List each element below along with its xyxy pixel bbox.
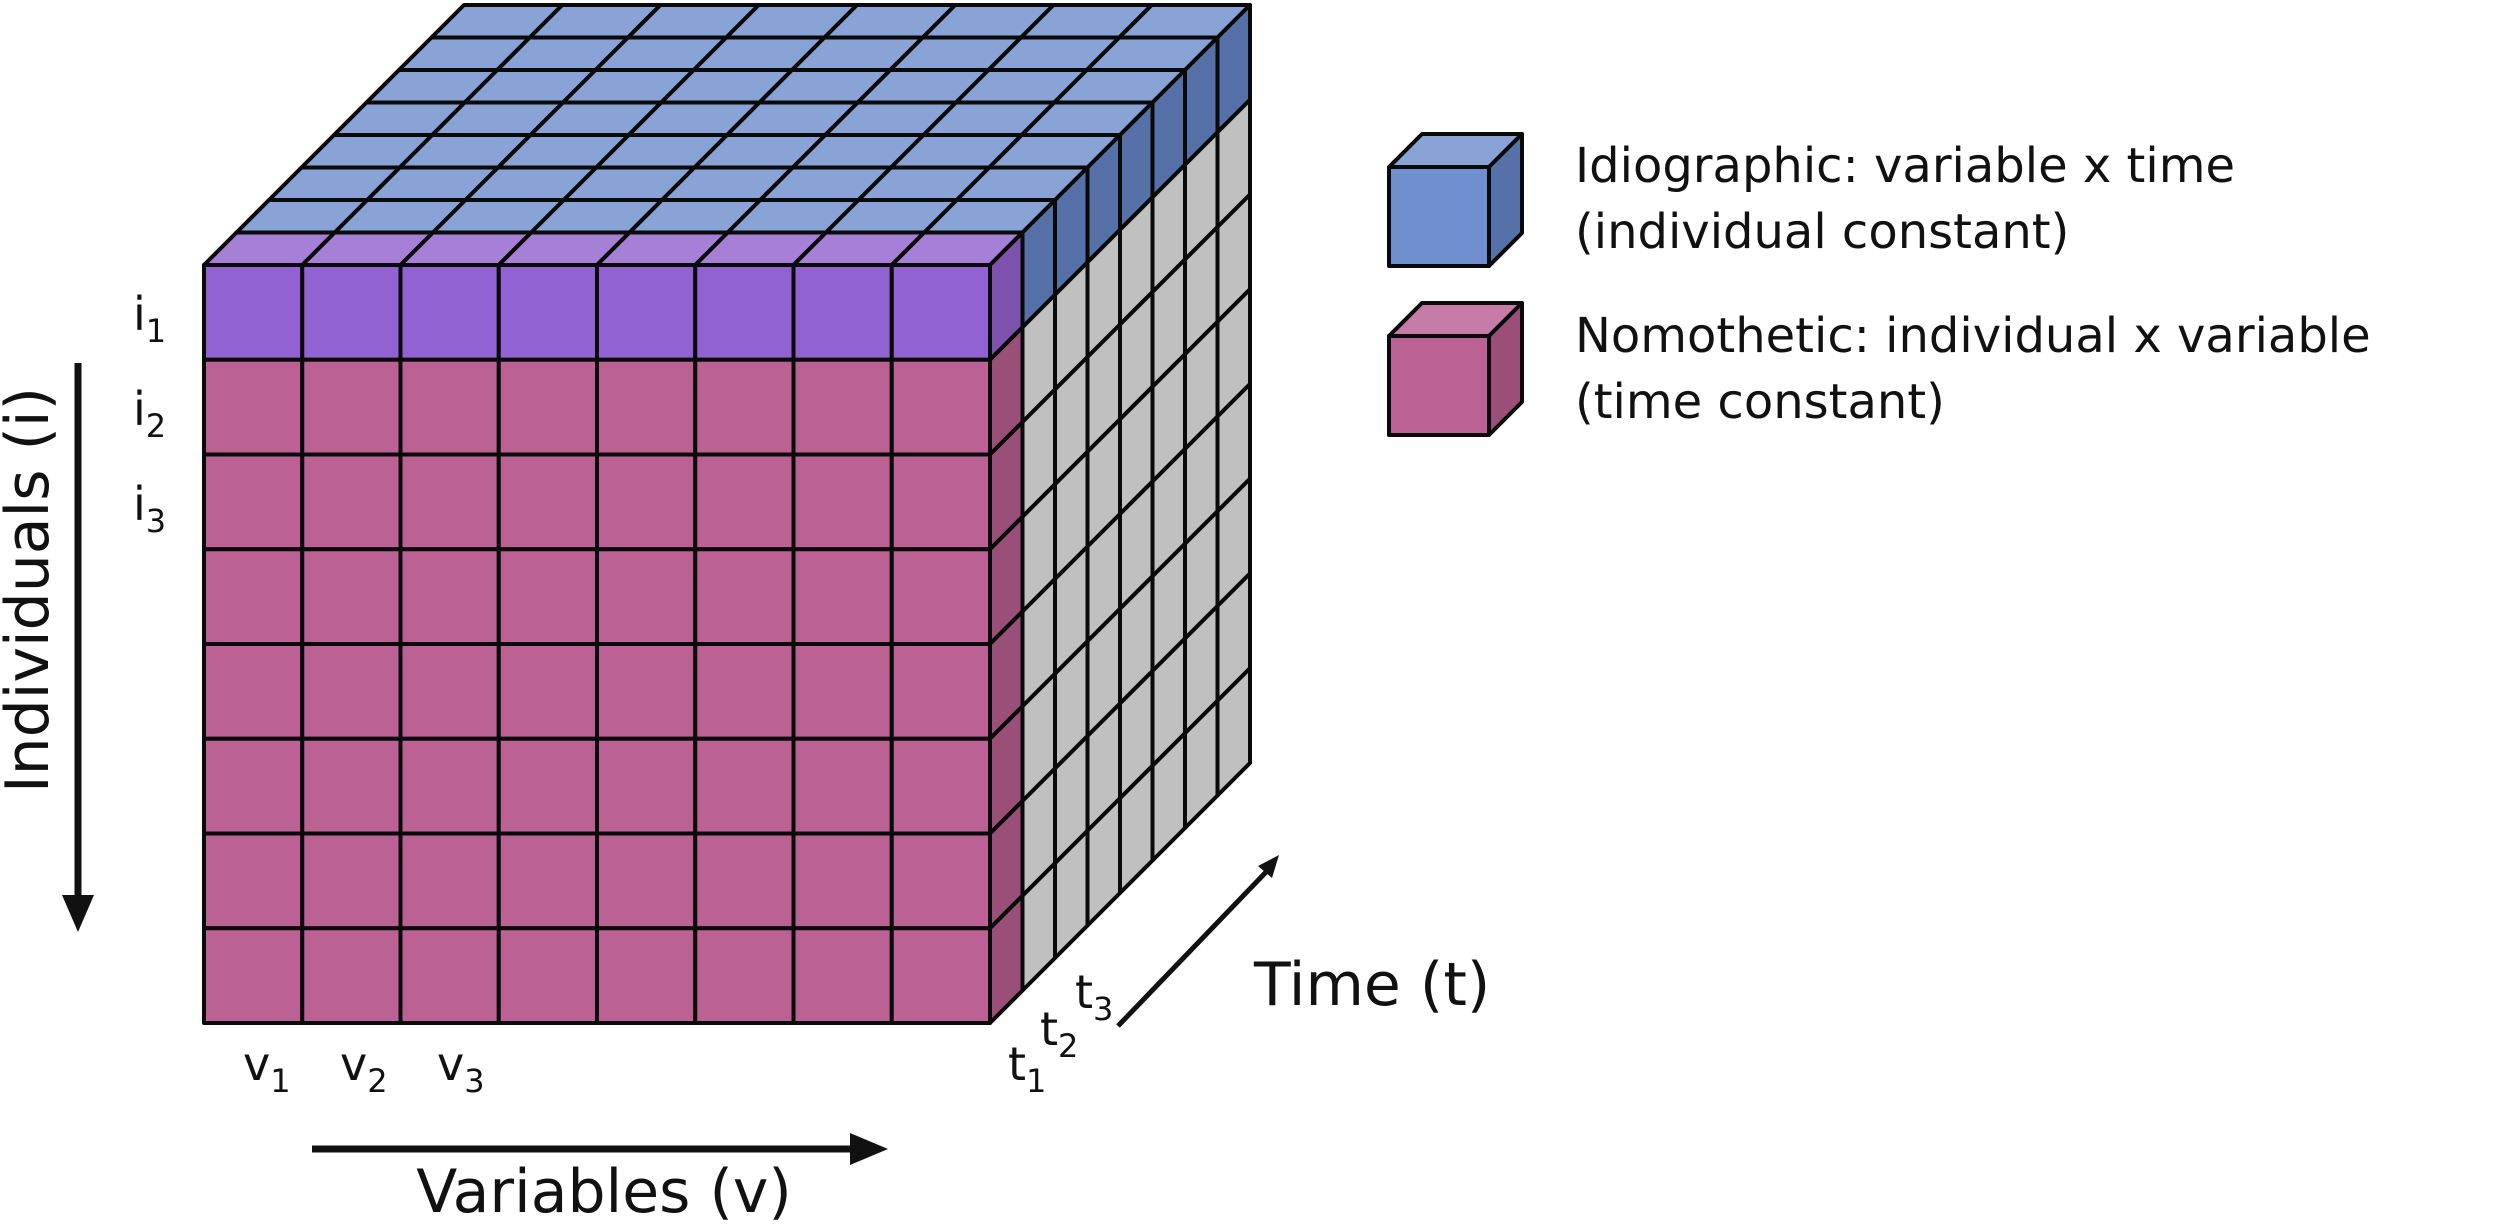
- front-face-cell: [300, 926, 403, 1025]
- front-face-cell: [791, 831, 894, 931]
- nomothetic-cube-icon: [1387, 301, 1524, 437]
- front-face-cell: [300, 736, 403, 836]
- front-face-cell: [595, 357, 698, 457]
- time-index-label: t2: [1040, 1002, 1078, 1065]
- front-face-cell: [595, 736, 698, 836]
- front-face-cell: [496, 831, 599, 931]
- individual-index-label: i3: [133, 477, 166, 540]
- variables-axis: v1 v2 v3 Variables (v): [243, 1037, 888, 1227]
- legend-idiographic-title: Idiographic: variable x time: [1575, 138, 2235, 194]
- front-face-cell: [595, 642, 698, 741]
- front-face-cell: [791, 547, 894, 646]
- front-face-cell: [791, 452, 894, 552]
- front-face-cell: [791, 926, 894, 1025]
- front-face-cell: [398, 357, 501, 457]
- front-face-cell: [300, 357, 403, 457]
- front-face-cell: [496, 642, 599, 741]
- front-face-cell: [889, 357, 992, 457]
- front-face-cell: [791, 736, 894, 836]
- front-face-cell: [300, 452, 403, 552]
- front-face-cell: [595, 547, 698, 646]
- front-face-cell: [398, 642, 501, 741]
- legend-nomothetic-title: Nomothetic: individual x variable: [1575, 308, 2371, 364]
- time-axis-label: Time (t): [1253, 950, 1490, 1020]
- individuals-axis-label: Individuals (i): [0, 387, 63, 793]
- variable-index-label: v3: [437, 1037, 485, 1100]
- front-face-cell: [889, 736, 992, 836]
- front-face-cell: [496, 357, 599, 457]
- front-face-cell: [202, 263, 305, 362]
- time-index-label: t1: [1008, 1037, 1046, 1100]
- front-face-cell: [693, 642, 796, 741]
- front-face-cell: [889, 831, 992, 931]
- variables-arrowhead-icon: [850, 1133, 888, 1165]
- legend: Idiographic: variable x time (individual…: [1387, 132, 2371, 437]
- front-face-cell: [693, 547, 796, 646]
- individuals-axis: Individuals (i) i1 i2 i3: [0, 287, 166, 932]
- front-face-cell: [300, 263, 403, 362]
- idiographic-cube-icon: [1387, 132, 1524, 268]
- front-face-cell: [496, 263, 599, 362]
- front-face-cell: [791, 357, 894, 457]
- variables-axis-label: Variables (v): [416, 1157, 792, 1227]
- front-face-cell: [496, 452, 599, 552]
- front-face-cell: [693, 736, 796, 836]
- front-face-cell: [693, 263, 796, 362]
- front-face-cell: [889, 926, 992, 1025]
- front-face-cell: [202, 642, 305, 741]
- time-index-label: t3: [1075, 965, 1113, 1028]
- individual-index-label: i2: [133, 382, 166, 445]
- front-face-cell: [398, 831, 501, 931]
- time-axis: t1 t2 t3 Time (t): [1008, 855, 1490, 1100]
- legend-cube-front: [1387, 334, 1491, 437]
- data-cube: [202, 3, 1252, 1025]
- front-face-cell: [791, 642, 894, 741]
- front-face-cell: [889, 263, 992, 362]
- front-face-cell: [496, 736, 599, 836]
- time-arrowhead-icon: [1258, 855, 1279, 878]
- front-face-cell: [300, 642, 403, 741]
- front-face-cell: [202, 547, 305, 646]
- variable-index-label: v1: [243, 1037, 291, 1100]
- legend-nomothetic-subtitle: (time constant): [1575, 374, 1945, 430]
- front-face-cell: [496, 926, 599, 1025]
- front-face-cell: [595, 452, 698, 552]
- front-face-cell: [693, 357, 796, 457]
- legend-idiographic-subtitle: (individual constant): [1575, 204, 2069, 260]
- front-face-cell: [889, 547, 992, 646]
- front-face-cell: [496, 547, 599, 646]
- front-face-cell: [300, 547, 403, 646]
- front-face-cell: [693, 926, 796, 1025]
- front-face-cell: [300, 831, 403, 931]
- front-face-cell: [693, 831, 796, 931]
- front-face-cell: [889, 642, 992, 741]
- front-face-cell: [791, 263, 894, 362]
- front-face-cell: [693, 452, 796, 552]
- front-face-cell: [202, 831, 305, 931]
- front-face-cell: [398, 263, 501, 362]
- front-face-cell: [202, 452, 305, 552]
- legend-cube-front: [1387, 165, 1491, 268]
- front-face-cell: [202, 736, 305, 836]
- time-arrow: [1116, 868, 1270, 1028]
- individuals-arrowhead-icon: [62, 895, 94, 932]
- front-face-cell: [595, 831, 698, 931]
- front-face-cell: [398, 926, 501, 1025]
- front-face-cell: [398, 452, 501, 552]
- individual-index-label: i1: [133, 287, 166, 350]
- variable-index-label: v2: [340, 1037, 388, 1100]
- front-face-cell: [398, 736, 501, 836]
- front-face-cell: [202, 926, 305, 1025]
- front-face-cell: [595, 926, 698, 1025]
- front-face-cell: [202, 357, 305, 457]
- front-face-cell: [398, 547, 501, 646]
- front-face-cell: [889, 452, 992, 552]
- front-face-cell: [595, 263, 698, 362]
